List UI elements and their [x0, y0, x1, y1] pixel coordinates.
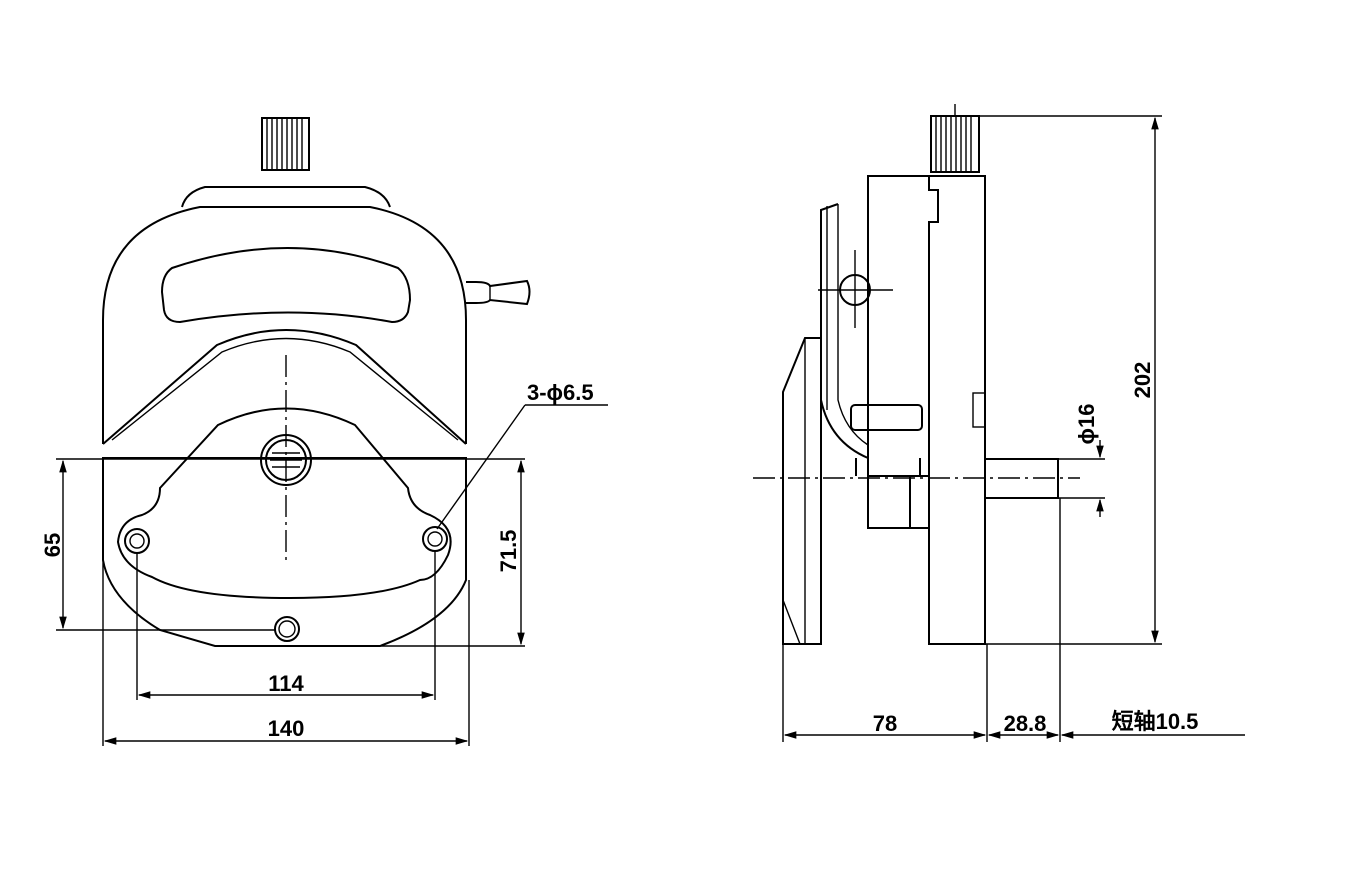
- side-lid: [820, 203, 869, 476]
- dim-65: 65: [40, 459, 67, 630]
- front-knob: [261, 117, 310, 171]
- dim-short-shaft-label: 短轴10.5: [1112, 709, 1199, 734]
- dim-shaft-diameter-label: ϕ16: [1074, 404, 1099, 445]
- side-knob: [930, 104, 980, 173]
- side-shaft: [985, 458, 1059, 499]
- dim-140-label: 140: [268, 716, 305, 741]
- front-side-lever: [466, 279, 531, 306]
- dim-78: 78: [783, 711, 987, 739]
- dim-28-8: 28.8: [987, 711, 1060, 739]
- side-latch: [972, 392, 986, 428]
- front-view: [56, 117, 531, 746]
- dim-mount-holes-label: 3-ϕ6.5: [527, 380, 594, 405]
- dim-mount-holes: 3-ϕ6.5: [436, 380, 608, 530]
- front-clamp: [102, 329, 467, 445]
- front-housing: [102, 206, 467, 444]
- dim-114: 114: [137, 671, 435, 699]
- dim-short-shaft: 短轴10.5: [1060, 709, 1245, 739]
- dim-78-label: 78: [873, 711, 897, 736]
- dim-65-label: 65: [40, 533, 65, 557]
- mount-hole-right: [422, 526, 448, 552]
- front-rotor-plate: [116, 407, 452, 600]
- dim-71-5-label: 71.5: [496, 530, 521, 573]
- side-body: [867, 175, 986, 645]
- side-pivot: [818, 250, 893, 328]
- dim-71-5: 71.5: [496, 459, 525, 646]
- dim-202-label: 202: [1130, 362, 1155, 399]
- side-view: [753, 104, 1162, 742]
- mount-hole-bottom: [274, 616, 300, 642]
- dim-140: 140: [103, 716, 469, 745]
- dim-202: 202: [1130, 116, 1159, 644]
- dim-114-label: 114: [268, 671, 304, 696]
- front-window: [160, 247, 412, 324]
- side-connector: [855, 458, 930, 529]
- side-base-plate: [782, 337, 822, 645]
- side-window: [850, 404, 923, 431]
- mount-hole-left: [124, 528, 150, 554]
- dim-shaft-diameter: ϕ16: [1074, 404, 1104, 517]
- front-top-shoulder: [181, 186, 391, 208]
- dim-28-8-label: 28.8: [1004, 711, 1047, 736]
